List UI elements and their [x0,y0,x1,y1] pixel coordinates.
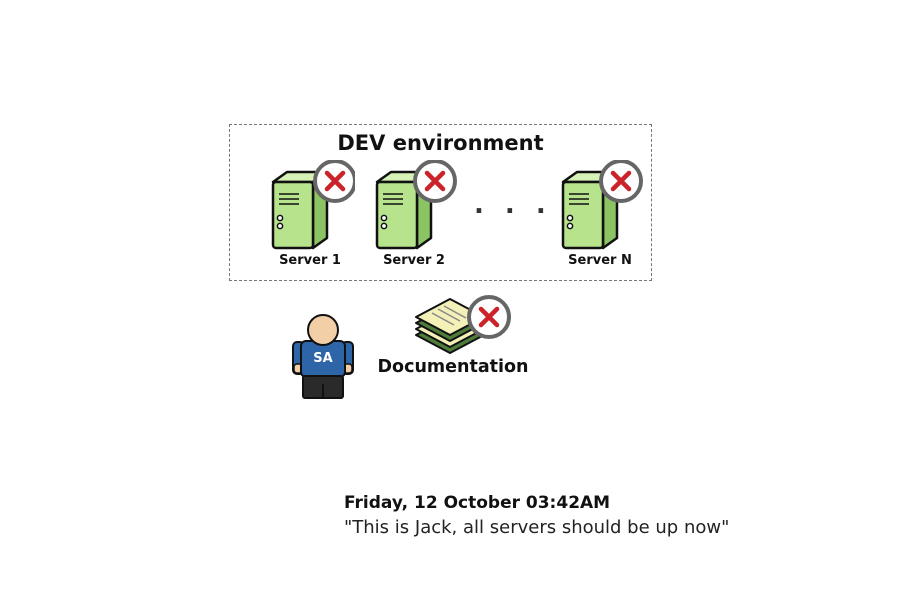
person-icon [292,314,354,399]
dev-environment-box: DEV environment [229,124,652,281]
more-servers-ellipsis: . . . [474,190,552,220]
server-icon [375,160,457,250]
server-label: Server 1 [279,253,341,268]
documentation-stack [410,293,516,358]
error-x-icon [599,160,643,203]
sysadmin-figure: SA [290,312,356,402]
server-label: Server 2 [383,253,445,268]
message-quote: "This is Jack, all servers should be up … [344,517,730,538]
server-n: Server N [555,160,645,275]
environment-title: DEV environment [337,131,544,155]
sa-badge: SA [313,351,333,366]
error-x-icon [313,160,355,203]
error-x-icon [413,160,457,203]
server-icon [561,160,643,250]
documentation-label: Documentation [377,357,529,377]
server-2: Server 2 [369,160,459,275]
server-label: Server N [568,253,632,268]
server-1: Server 1 [265,160,355,275]
message-timestamp: Friday, 12 October 03:42AM [344,493,611,513]
documents-icon [415,295,511,354]
error-x-icon [467,295,511,339]
server-icon [271,160,355,250]
